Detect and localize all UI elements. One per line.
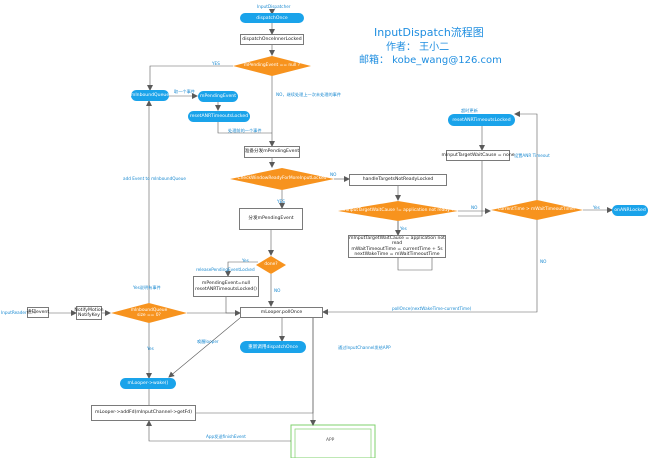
poll-once-node: mLooper.pollOnce <box>240 307 323 318</box>
edge-yes-timeout: Yes <box>593 205 600 210</box>
app-wait-line-3: nextWakeTime = mWaitTimeoutTime <box>354 251 440 257</box>
wait-cause-none-node: mInputTargetWaitCause = none <box>441 150 515 161</box>
edge-app-send: App发送finishEvent <box>206 434 246 439</box>
edge-yes-done: Yes <box>242 258 249 263</box>
app-wait-line-2: mWaitTimeoutTime = currentTime + 5s <box>351 246 443 252</box>
edge-process-prev: 处理前的一个事件 <box>228 128 262 133</box>
email-line: 邮箱： kobe_wang@126.com <box>359 55 502 66</box>
edge-next-wake: pollOnce(nextWakeTime-currentTime) <box>392 306 472 311</box>
diamond-inbound-empty <box>111 303 187 323</box>
pending-event-node: mPendingEvent <box>198 91 238 102</box>
notify-line-2: NotifyKey <box>78 313 100 318</box>
notify-node: NotifyMotion NotifyKey <box>74 306 104 320</box>
done-yes-line-1: mPendingEvent=null <box>201 281 251 287</box>
looper-wake-node: mLooper->wake() <box>120 378 176 389</box>
edge-no-check: NO <box>330 172 337 177</box>
app-region-inner <box>294 428 372 458</box>
diamond-currenttime <box>491 200 583 220</box>
edge-finish-app: 通过InputChannel发给APP <box>338 345 391 350</box>
edge-setup-timeout: 设置ANR Timeout <box>514 153 550 158</box>
edge-no-wake: Yes说明有事件 <box>133 285 161 290</box>
notify-line-1: NotifyMotion <box>74 307 104 313</box>
reset-anr-right-node: resetANRTimeoutsLocked <box>448 114 515 126</box>
enqueue-node: 通知event <box>27 307 49 318</box>
edge-no-top: NO，继续处理上一次未处理的事件 <box>276 92 342 97</box>
edge-timeout-update: 超时更新 <box>461 108 478 113</box>
diamond-done <box>256 256 286 274</box>
inbound-queue-node: mInboundQueue <box>131 90 169 101</box>
on-anr-node: onANRLocked <box>612 205 648 216</box>
edge-wake-looper: 唤醒looper <box>197 339 219 344</box>
reset-anr-left-node: resetANRTimeoutsLocked <box>188 111 250 122</box>
author-line: 作者： 王小二 <box>386 42 450 53</box>
diamond-pending-null <box>233 56 311 76</box>
add-fd-node: mLooper->addFd(mInputChannel->getFd) <box>91 405 196 421</box>
app-label: APP <box>326 438 335 443</box>
dispatch-once-node: dispatchOnce <box>240 13 304 23</box>
redispatch-node: 重新调用dispatchOnce <box>240 341 306 353</box>
app-wait-node: mInputTargetWaitCause = application not … <box>348 235 446 258</box>
edge-no-app: NO <box>471 205 478 210</box>
edge-no-done: NO <box>274 288 281 293</box>
input-reader-label: InputReader <box>1 310 27 315</box>
check-window-label: CheckWindowReadyForMoreInputLocked <box>237 176 327 182</box>
inbound-empty-label: mInboundQueue size == 0? <box>111 307 187 319</box>
page-title: InputDispatch流程图 <box>374 26 484 39</box>
app-region <box>290 424 376 458</box>
edge-add-event: add Event to mInboundQueue <box>123 176 186 181</box>
application-label: mInputTargetWaitCause != application not… <box>342 208 454 214</box>
edge-yes-app: Yes <box>400 226 407 231</box>
pending-null-label: mPendingEvent == null ? <box>243 63 301 69</box>
edge-release-event: releasePendingEventLocked <box>196 267 255 272</box>
edge-no-timeout: NO <box>540 259 547 264</box>
currenttime-label: currentTime > mWaitTimeoutTime? <box>497 207 577 213</box>
input-dispatcher-label: InputDispatcher <box>257 4 291 9</box>
inbound-empty-text: mInboundQueue size == 0? <box>130 307 168 318</box>
done-yes-line-2: resetANRTimeoutsLocked() <box>195 286 257 292</box>
done-label: done? <box>264 262 278 268</box>
handle-not-ready-node: handleTargetsNotReadyLocked <box>349 174 447 186</box>
dispatch-inner-node: dispatchOnceInnerLocked <box>240 34 304 45</box>
edge-yes-inbound: Yes <box>147 346 154 351</box>
dispatch-event-node: 分发mPendingEvent <box>239 208 303 230</box>
edge-take-one: 取一个事件 <box>174 89 195 94</box>
diamond-application <box>338 201 458 221</box>
edge-yes-top: YES <box>212 61 220 66</box>
done-yes-node: mPendingEvent=null resetANRTimeoutsLocke… <box>193 276 259 297</box>
app-wait-line-1: mInputTargetWaitCause = application not … <box>349 235 445 247</box>
edge-yes-check: YES <box>277 199 285 204</box>
prepare-dispatch-node: 准备分发mPendingEvent <box>244 146 300 158</box>
diamond-check-window <box>230 168 334 190</box>
